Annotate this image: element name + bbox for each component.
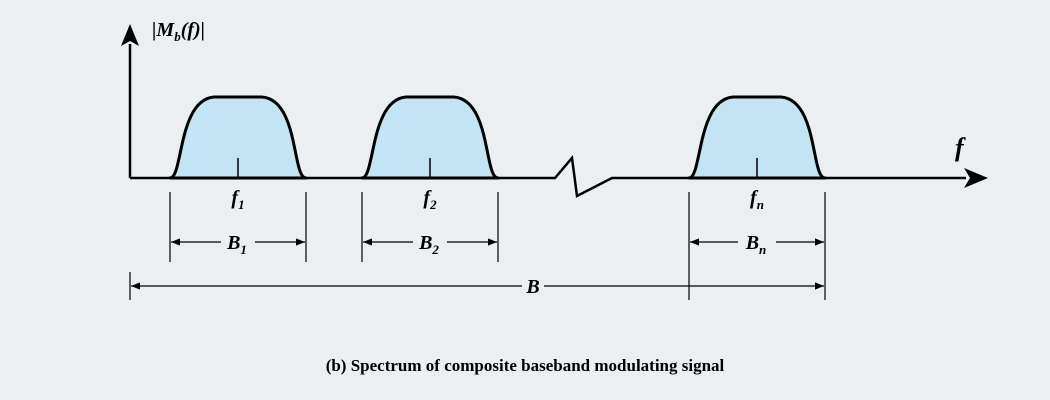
y-axis-label: |Mb(f)|	[152, 19, 205, 44]
band-1-width-label: B1	[226, 232, 247, 257]
x-axis-arrowhead	[964, 168, 988, 188]
band-1-shape	[168, 95, 308, 180]
y-axis-label-prefix: |M	[152, 19, 175, 41]
total-bandwidth-label: B	[525, 276, 539, 298]
band-n-shape	[687, 95, 827, 180]
y-axis-label-sub: b	[174, 29, 181, 44]
total-bandwidth: B	[129, 272, 824, 300]
band-2: f2 B2	[360, 95, 500, 262]
band-2-width-label: B2	[418, 232, 439, 257]
figure-caption: (b) Spectrum of composite baseband modul…	[325, 356, 725, 375]
band-n-width-label: Bn	[745, 232, 767, 257]
band-n-center-label: fn	[750, 187, 764, 212]
band-1: f1 B1	[168, 95, 308, 262]
x-axis-label: f	[955, 133, 966, 162]
band-2-center-label: f2	[423, 187, 437, 212]
band-n: fn Bn	[687, 95, 827, 300]
y-axis-label-suffix: (f)|	[181, 19, 205, 41]
y-axis-arrowhead	[121, 24, 139, 46]
band-1-center-label: f1	[231, 187, 244, 212]
band-2-shape	[360, 95, 500, 180]
